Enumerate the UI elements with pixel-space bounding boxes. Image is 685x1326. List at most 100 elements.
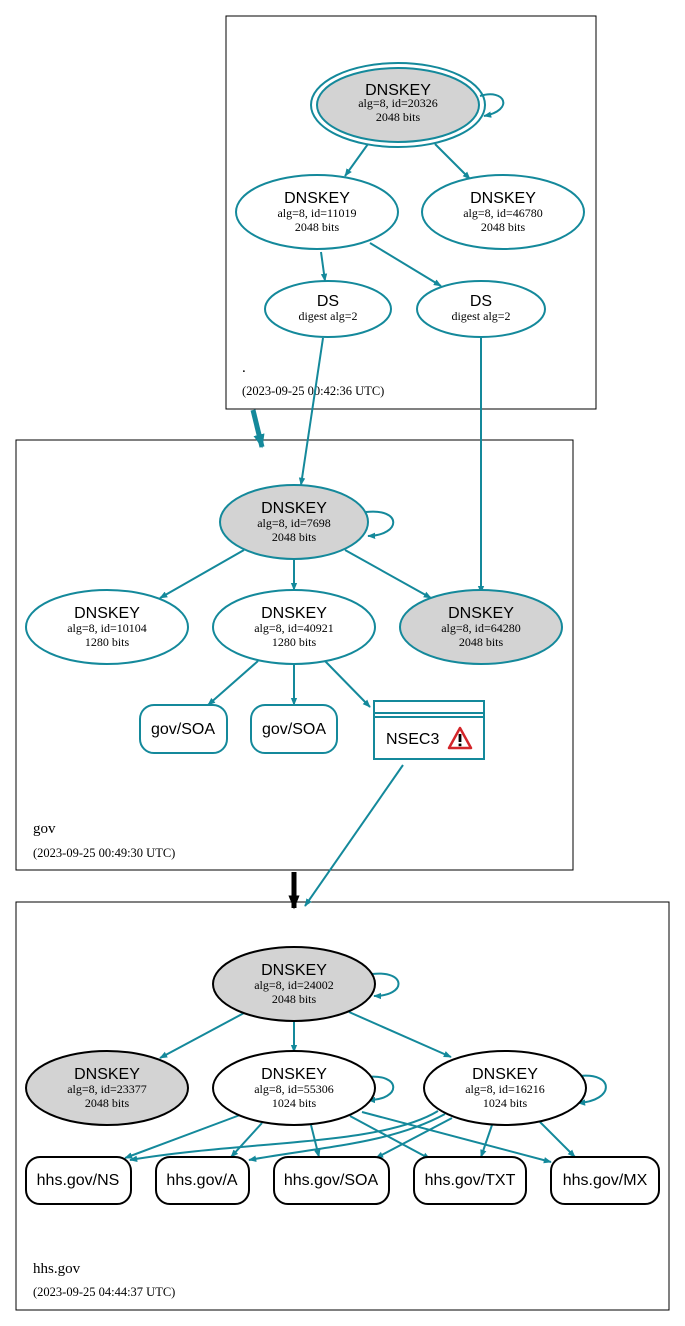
dnskey-node-root-46780[interactable]: DNSKEY alg=8, id=46780 2048 bits [421,174,585,250]
node-detail: alg=8, id=55306 [254,1082,334,1096]
edges-hhs [124,972,607,1164]
signature-edge [480,1124,493,1158]
node-title: DS [470,293,492,310]
node-title: DNSKEY [365,82,431,99]
node-title: hhs.gov/SOA [284,1172,379,1189]
node-title: DS [317,293,339,310]
zone-hhs-gov: hhs.gov (2023-09-25 04:44:37 UTC) [15,901,670,1311]
node-title: hhs.gov/MX [563,1172,648,1189]
node-detail: alg=8, id=10104 [67,621,147,635]
node-detail: alg=8, id=20326 [358,96,438,110]
signature-edge [348,1011,452,1058]
node-title: DNSKEY [448,605,514,622]
zone-name: hhs.gov [33,1261,81,1277]
warning-triangle-icon [447,726,473,750]
node-title: DNSKEY [472,1066,538,1083]
zone-gov: gov (2023-09-25 00:49:30 UTC) [15,439,574,871]
node-title: hhs.gov/NS [37,1172,120,1189]
zone-name: . [242,360,246,376]
rrset-node-hhs-a[interactable]: hhs.gov/A [155,1156,250,1205]
zone-timestamp: (2023-09-25 00:42:36 UTC) [242,384,384,398]
signature-edge [159,1012,245,1059]
edges-root [250,93,505,594]
node-title: gov/SOA [151,721,215,738]
zone-delegation-arrow [250,409,265,449]
signature-edge [248,1113,446,1162]
dnskey-node-root-11019[interactable]: DNSKEY alg=8, id=11019 2048 bits [235,174,399,250]
ds-node-2[interactable]: DS digest alg=2 [416,280,546,338]
dnskey-node-hhs-55306[interactable]: DNSKEY alg=8, id=55306 1024 bits [212,1050,376,1126]
dnskey-node-hhs-23377[interactable]: DNSKEY alg=8, id=23377 2048 bits [25,1050,189,1126]
node-detail: alg=8, id=64280 [441,621,521,635]
signature-edge [324,660,371,708]
node-detail: digest alg=2 [451,309,510,323]
node-title: NSEC3 [386,731,439,748]
node-detail: 2048 bits [272,992,317,1006]
node-title: DNSKEY [261,1066,327,1083]
dnskey-node-gov-7698[interactable]: DNSKEY alg=8, id=7698 2048 bits [219,484,369,560]
edges-gov [159,510,432,907]
signature-edge [320,251,328,282]
ds-node-1[interactable]: DS digest alg=2 [264,280,392,338]
node-detail: alg=8, id=23377 [67,1082,147,1096]
signature-edge [159,549,245,599]
zone-name: gov [33,821,56,837]
signature-edge [361,1111,552,1164]
node-detail: alg=8, id=24002 [254,978,334,992]
self-loop-edge [577,1074,607,1106]
node-detail: 1024 bits [483,1096,528,1110]
rrset-node-gov-soa-2[interactable]: gov/SOA [250,704,338,754]
self-loop-edge [365,510,395,539]
node-detail: 2048 bits [295,220,340,234]
self-loop-edge [371,972,400,1000]
signature-edge [369,242,442,287]
node-detail: digest alg=2 [298,309,357,323]
zone-timestamp: (2023-09-25 04:44:37 UTC) [33,1285,175,1299]
rrset-node-hhs-mx[interactable]: hhs.gov/MX [550,1156,660,1205]
node-detail: alg=8, id=11019 [277,206,356,220]
node-title: hhs.gov/TXT [425,1172,516,1189]
self-loop-edge [479,93,505,118]
node-detail: 1024 bits [272,1096,317,1110]
signature-edge [434,143,471,180]
node-title: gov/SOA [262,721,326,738]
node-title: DNSKEY [74,605,140,622]
dnskey-node-hhs-24002[interactable]: DNSKEY alg=8, id=24002 2048 bits [212,946,376,1022]
node-detail: 2048 bits [481,220,526,234]
dnskey-node-root-ksk[interactable]: DNSKEY alg=8, id=20326 2048 bits [310,62,486,148]
node-detail: 1280 bits [272,635,317,649]
zone-timestamp: (2023-09-25 00:49:30 UTC) [33,846,175,860]
rrset-node-hhs-soa[interactable]: hhs.gov/SOA [273,1156,390,1205]
node-title: DNSKEY [261,962,327,979]
delegation-edge [298,337,324,486]
node-detail: alg=8, id=46780 [463,206,543,220]
node-title: DNSKEY [261,500,327,517]
nsec-delegation-edge [304,764,404,907]
node-title: DNSKEY [74,1066,140,1083]
rrset-node-hhs-ns[interactable]: hhs.gov/NS [25,1156,132,1205]
signature-edge [349,1115,431,1160]
signature-edge [129,1110,439,1162]
node-title: DNSKEY [261,605,327,622]
signature-edge [375,1117,453,1159]
node-title: DNSKEY [470,190,536,207]
dnskey-node-hhs-16216[interactable]: DNSKEY alg=8, id=16216 1024 bits [423,1050,587,1126]
dnskey-node-gov-64280[interactable]: DNSKEY alg=8, id=64280 2048 bits [399,589,563,665]
node-detail: 2048 bits [85,1096,130,1110]
dnskey-node-gov-10104[interactable]: DNSKEY alg=8, id=10104 1280 bits [25,589,189,665]
node-detail: alg=8, id=40921 [254,621,334,635]
dnskey-node-gov-40921[interactable]: DNSKEY alg=8, id=40921 1280 bits [212,589,376,665]
signature-edge [539,1121,576,1158]
self-loop-edge [365,1075,395,1104]
signature-edge [207,660,259,706]
nsec3-node[interactable]: NSEC3 [373,700,485,760]
node-title: DNSKEY [284,190,350,207]
node-detail: 2048 bits [272,530,317,544]
node-title: hhs.gov/A [166,1172,237,1189]
node-detail: alg=8, id=16216 [465,1082,545,1096]
node-detail: 1280 bits [85,635,130,649]
node-detail: 2048 bits [376,110,421,124]
rrset-node-hhs-txt[interactable]: hhs.gov/TXT [413,1156,527,1205]
rrset-node-gov-soa-1[interactable]: gov/SOA [139,704,228,754]
